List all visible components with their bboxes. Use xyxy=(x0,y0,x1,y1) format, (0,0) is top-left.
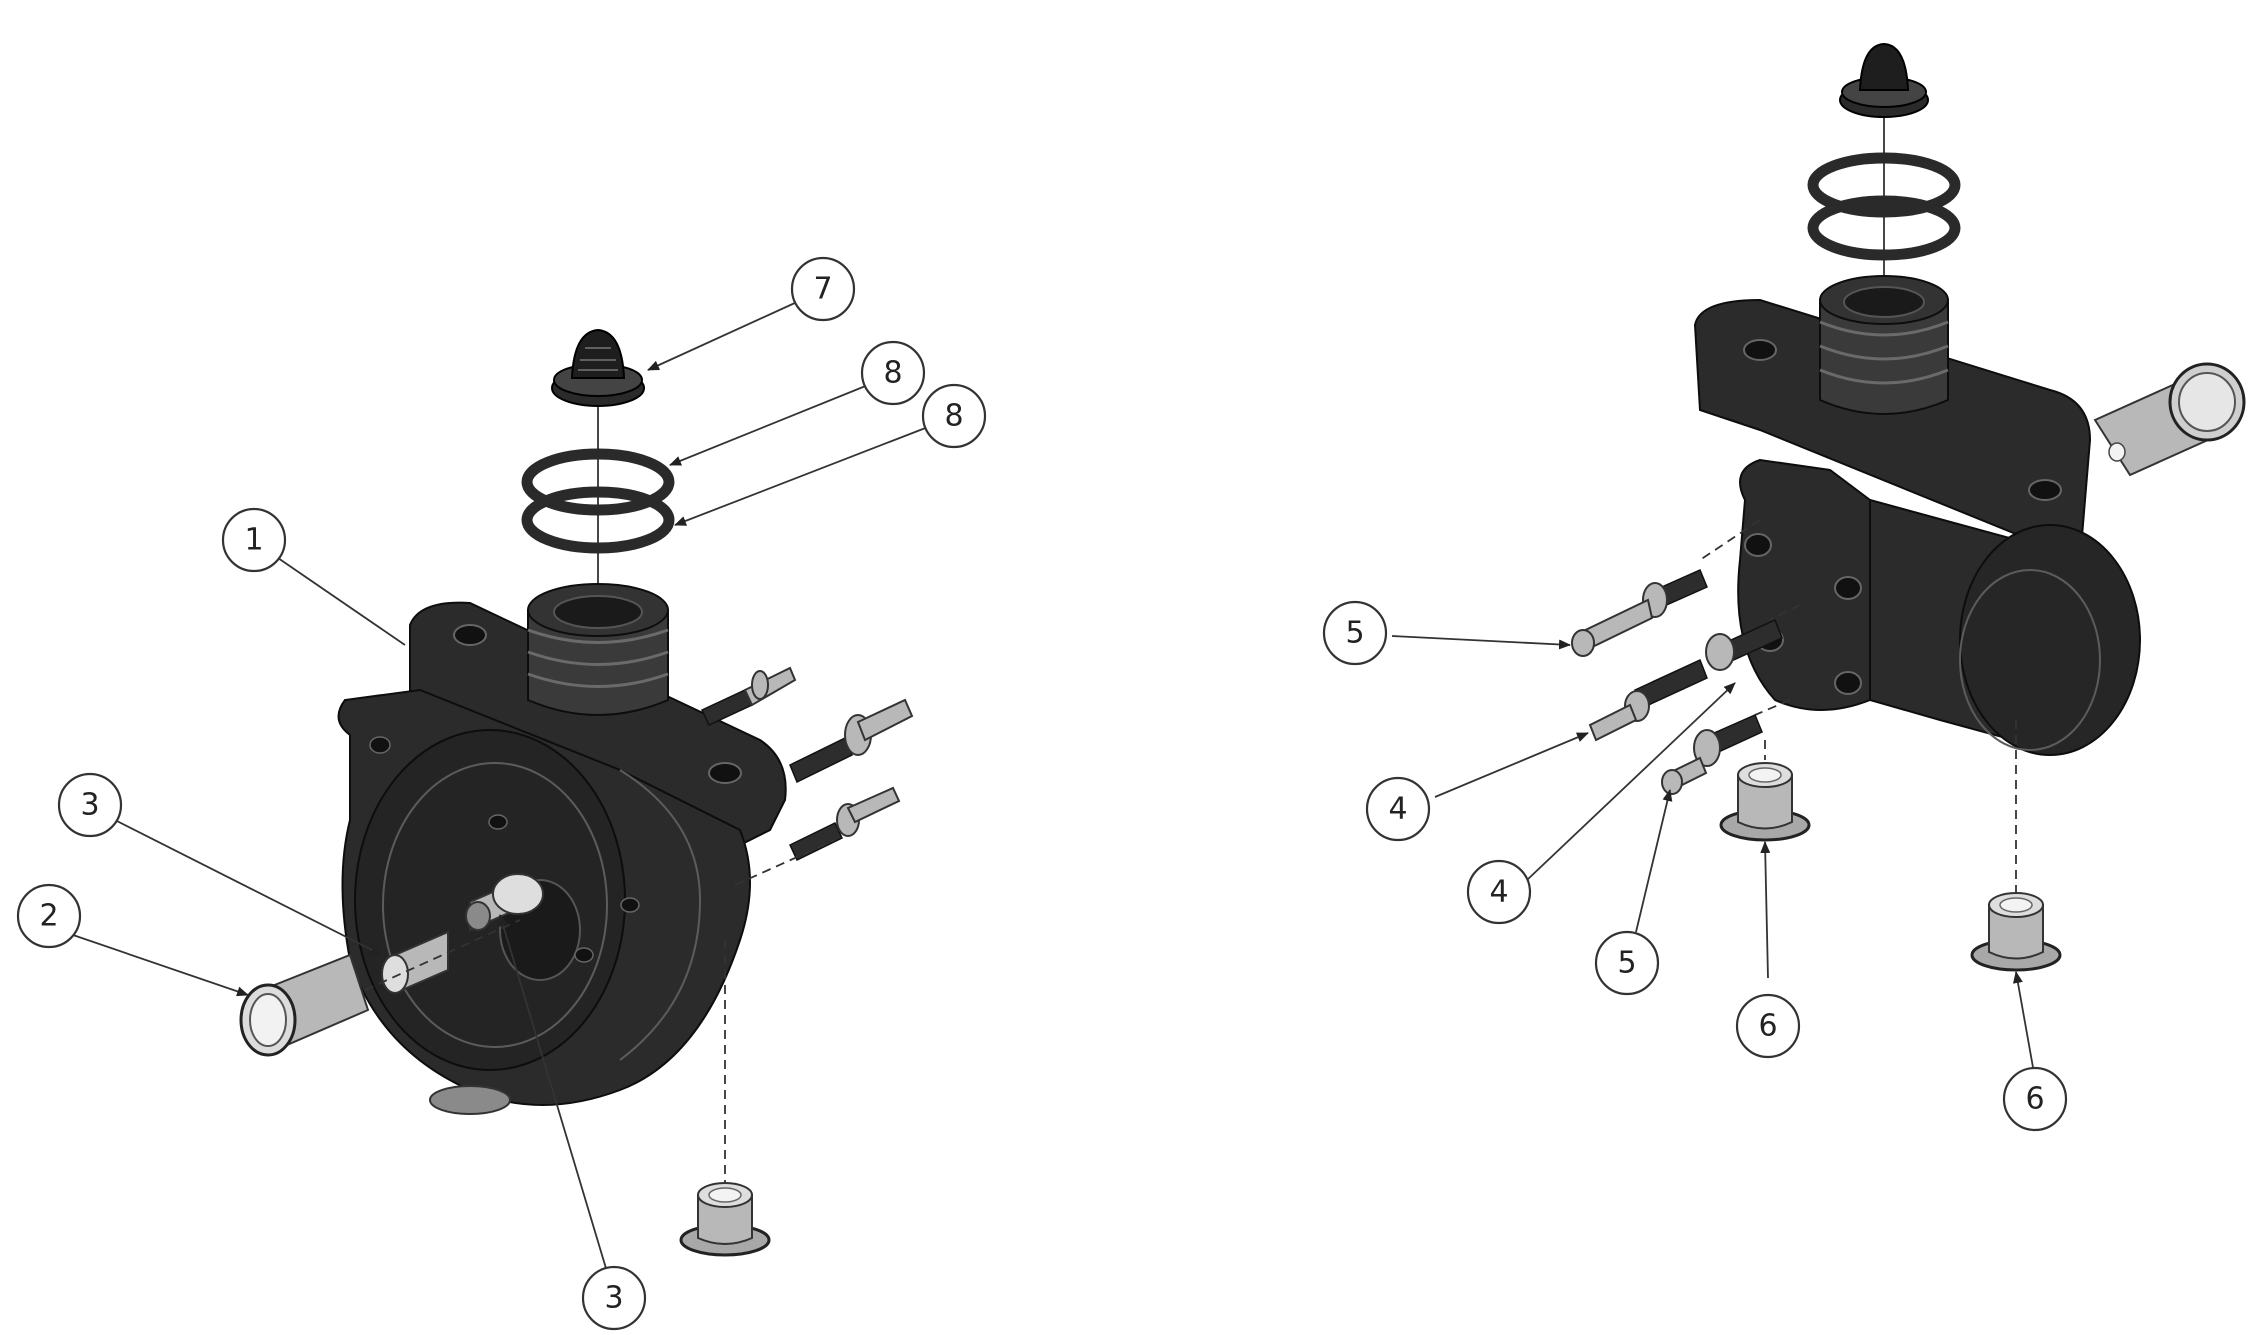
callout-label: 7 xyxy=(813,272,832,307)
stud-part-3 xyxy=(789,786,901,862)
callout-label: 1 xyxy=(244,523,263,558)
bushing-part-upper xyxy=(465,873,544,932)
stud-part-1 xyxy=(701,666,797,726)
strainer-part xyxy=(551,328,645,407)
callout-label: 4 xyxy=(1489,875,1508,910)
callout-label: 6 xyxy=(2025,1082,2044,1117)
right-exploded-view xyxy=(1571,42,2246,972)
stud-part-2 xyxy=(789,698,914,784)
inlet-tube-part xyxy=(239,953,370,1057)
callout-balloon-2: 2 xyxy=(16,883,82,949)
callout-label: 4 xyxy=(1388,792,1407,827)
o-ring-part-lower xyxy=(521,486,675,554)
callout-label: 8 xyxy=(944,399,963,434)
pump-housing-right xyxy=(1693,275,2141,756)
o-ring-right-lower xyxy=(1807,195,1961,261)
callout-label: 2 xyxy=(39,899,58,934)
callout-balloon-1: 1 xyxy=(221,507,287,573)
flanged-bushing-r1 xyxy=(1719,762,1811,842)
callout-balloon-8-upper: 8 xyxy=(860,340,926,406)
callout-label: 5 xyxy=(1617,946,1636,981)
outlet-tube-part xyxy=(2093,362,2246,477)
callout-balloon-8-lower: 8 xyxy=(921,383,987,449)
callout-balloon-6-left: 6 xyxy=(1735,993,1801,1059)
left-exploded-view xyxy=(239,328,914,1257)
callout-balloon-4-upper: 4 xyxy=(1365,776,1431,842)
callout-balloon-4-lower: 4 xyxy=(1466,859,1532,925)
callout-label: 6 xyxy=(1758,1009,1777,1044)
callout-balloon-3-upper: 3 xyxy=(57,772,123,838)
callout-label: 3 xyxy=(80,788,99,823)
bushing-part-lower xyxy=(381,930,449,995)
pump-housing-left xyxy=(337,583,787,1115)
callout-label: 5 xyxy=(1345,616,1364,651)
stud-part-r2 xyxy=(1588,618,1783,742)
callout-balloon-5-lower: 5 xyxy=(1594,930,1660,996)
flanged-bushing-left xyxy=(679,1182,771,1257)
callout-label: 3 xyxy=(604,1281,623,1316)
callout-balloon-5-upper: 5 xyxy=(1322,600,1388,666)
callout-balloon-6-right: 6 xyxy=(2002,1066,2068,1132)
stud-part-r1 xyxy=(1571,569,1708,657)
callout-balloon-7: 7 xyxy=(790,256,856,322)
strainer-part-right xyxy=(1839,42,1929,118)
o-ring-part-upper xyxy=(521,448,675,516)
flanged-bushing-r2 xyxy=(1970,892,2062,972)
o-ring-right-upper xyxy=(1807,152,1961,218)
callout-balloon-3-lower: 3 xyxy=(581,1265,647,1331)
leader-lines xyxy=(72,301,2035,1276)
callout-label: 8 xyxy=(883,356,902,391)
